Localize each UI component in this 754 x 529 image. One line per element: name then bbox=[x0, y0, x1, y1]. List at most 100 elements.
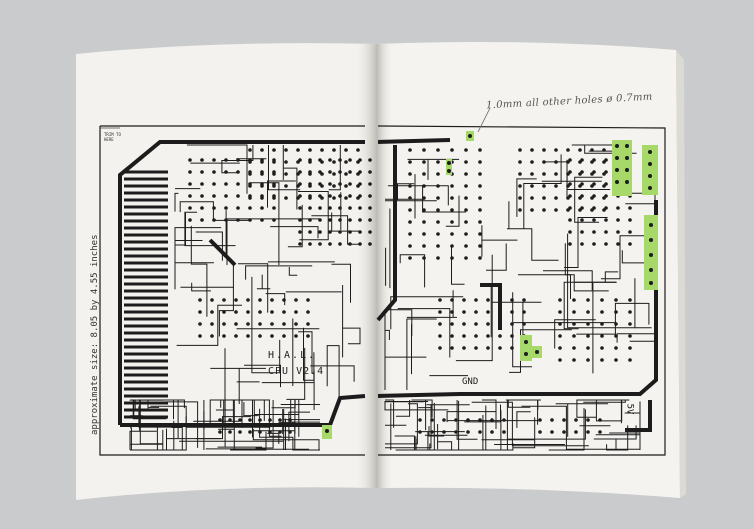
trace bbox=[210, 367, 266, 404]
trace bbox=[486, 243, 507, 271]
pad bbox=[438, 298, 442, 302]
trace bbox=[282, 145, 298, 210]
pad bbox=[586, 334, 590, 338]
pad bbox=[258, 322, 262, 326]
pad bbox=[436, 220, 440, 224]
trace bbox=[571, 144, 637, 154]
pad bbox=[260, 184, 264, 188]
pad bbox=[486, 298, 490, 302]
trace bbox=[174, 227, 222, 290]
pad bbox=[436, 148, 440, 152]
pad bbox=[436, 184, 440, 188]
pad bbox=[188, 206, 192, 210]
pad bbox=[572, 322, 576, 326]
pad bbox=[436, 196, 440, 200]
pad bbox=[474, 298, 478, 302]
pad bbox=[558, 334, 562, 338]
pad bbox=[368, 242, 372, 246]
trace bbox=[406, 290, 457, 318]
pad bbox=[338, 158, 342, 162]
pad bbox=[248, 218, 252, 222]
pad bbox=[568, 230, 572, 234]
pad bbox=[462, 310, 466, 314]
pad bbox=[450, 220, 454, 224]
pad bbox=[478, 196, 482, 200]
pad bbox=[454, 430, 458, 434]
pad bbox=[464, 184, 468, 188]
pad bbox=[522, 310, 526, 314]
pad bbox=[212, 218, 216, 222]
pad bbox=[558, 310, 562, 314]
trace bbox=[397, 183, 415, 201]
trace bbox=[288, 267, 298, 276]
pad bbox=[598, 418, 602, 422]
pad bbox=[296, 148, 300, 152]
pad bbox=[550, 430, 554, 434]
trace bbox=[428, 426, 445, 437]
pad bbox=[210, 334, 214, 338]
trace bbox=[406, 318, 437, 390]
trace bbox=[185, 416, 271, 428]
pad bbox=[248, 184, 252, 188]
pad bbox=[614, 346, 618, 350]
trace bbox=[175, 213, 186, 246]
pad bbox=[294, 298, 298, 302]
trace bbox=[385, 247, 387, 286]
pad bbox=[200, 182, 204, 186]
trace bbox=[574, 176, 603, 223]
pad bbox=[568, 218, 572, 222]
pad bbox=[592, 170, 596, 174]
trace bbox=[238, 263, 269, 313]
trace bbox=[252, 428, 320, 450]
pad bbox=[212, 194, 216, 198]
pad bbox=[332, 172, 336, 176]
pad bbox=[236, 158, 240, 162]
pad bbox=[246, 298, 250, 302]
pad bbox=[486, 334, 490, 338]
pad bbox=[200, 206, 204, 210]
trace bbox=[397, 308, 451, 358]
pad bbox=[270, 298, 274, 302]
trace bbox=[298, 331, 313, 374]
trace bbox=[256, 274, 271, 290]
pad bbox=[474, 334, 478, 338]
trace bbox=[395, 400, 411, 417]
pad bbox=[438, 322, 442, 326]
trace bbox=[130, 429, 164, 451]
pad bbox=[272, 196, 276, 200]
pad bbox=[498, 310, 502, 314]
pad bbox=[224, 170, 228, 174]
pad bbox=[510, 346, 514, 350]
pad bbox=[486, 322, 490, 326]
pad bbox=[538, 418, 542, 422]
trace bbox=[267, 180, 296, 208]
pad bbox=[572, 346, 576, 350]
pad bbox=[408, 208, 412, 212]
pad bbox=[418, 430, 422, 434]
pad bbox=[572, 358, 576, 362]
pad bbox=[236, 218, 240, 222]
pad bbox=[272, 148, 276, 152]
pad bbox=[592, 206, 596, 210]
pad bbox=[298, 182, 302, 186]
pad bbox=[430, 430, 434, 434]
pad bbox=[284, 148, 288, 152]
trace bbox=[176, 304, 242, 346]
trace bbox=[150, 405, 187, 451]
pad bbox=[408, 244, 412, 248]
pad bbox=[422, 148, 426, 152]
gnd-label: GND bbox=[462, 377, 479, 387]
pad bbox=[464, 148, 468, 152]
trace bbox=[384, 329, 390, 390]
pad bbox=[464, 196, 468, 200]
pad bbox=[604, 182, 608, 186]
pad bbox=[212, 182, 216, 186]
pad bbox=[614, 358, 618, 362]
pad bbox=[328, 206, 332, 210]
pad bbox=[600, 322, 604, 326]
pad bbox=[344, 148, 348, 152]
pad bbox=[498, 334, 502, 338]
pad bbox=[436, 160, 440, 164]
trace bbox=[437, 424, 453, 450]
